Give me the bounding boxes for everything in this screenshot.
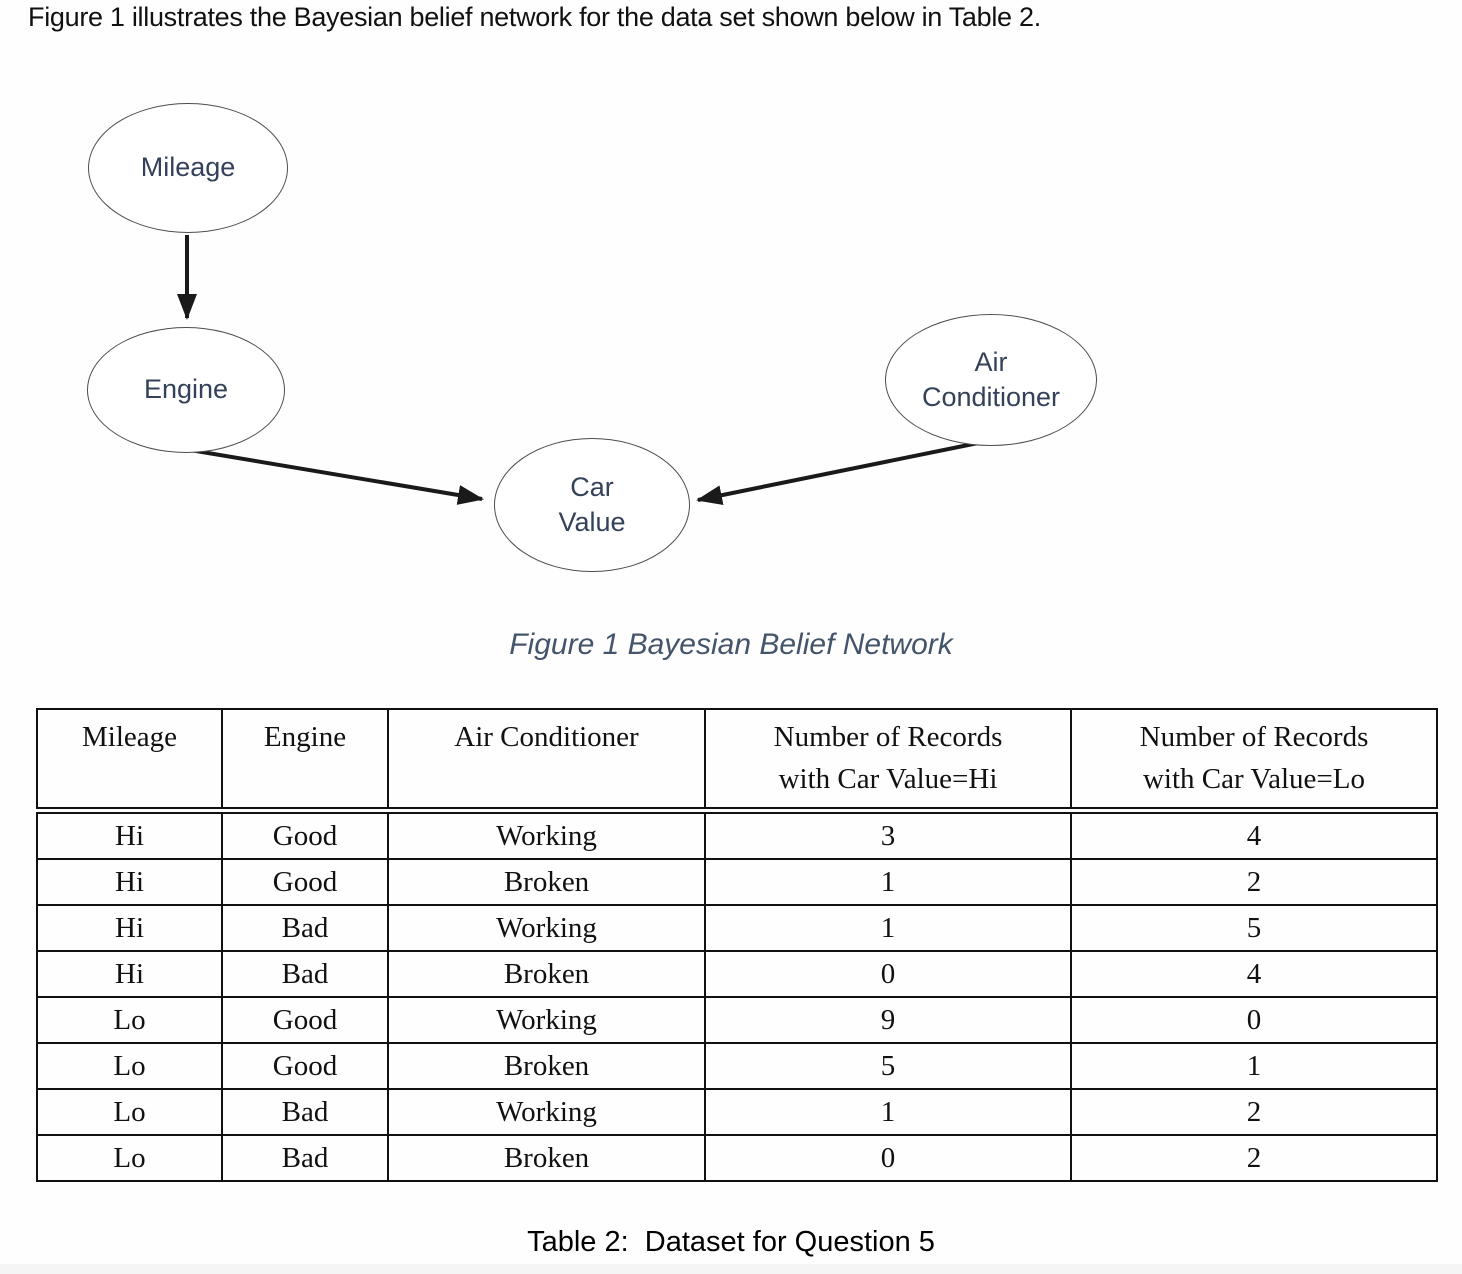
table-cell: Broken (388, 1043, 706, 1090)
table-cell: 1 (705, 859, 1072, 906)
table-cell: Good (222, 859, 389, 906)
table-cell: Broken (388, 951, 706, 998)
column-header: Engine (222, 709, 389, 814)
table-cell: 5 (1071, 905, 1438, 952)
column-header: Air Conditioner (388, 709, 706, 814)
bayesian-network-diagram: Mileage Engine Air Conditioner Car Value (0, 0, 1462, 620)
table-cell: Working (388, 905, 706, 952)
edge-engine-to-car-value (189, 448, 484, 505)
node-mileage: Mileage (88, 103, 288, 233)
node-car-value-label: Car Value (558, 471, 626, 537)
node-air-conditioner-label: Air Conditioner (921, 346, 1061, 412)
edge-air-conditioner-to-car-value (696, 440, 984, 506)
table-cell: 0 (1071, 997, 1438, 1044)
table-cell: Lo (37, 1089, 223, 1136)
node-engine-label: Engine (143, 374, 229, 405)
table-cell: 2 (1071, 859, 1438, 906)
table-cell: Hi (37, 905, 223, 952)
table-cell: Good (222, 997, 389, 1044)
table-caption: Table 2: Dataset for Question 5 (527, 1226, 935, 1258)
table-cell: Broken (388, 1135, 706, 1182)
table-cell: 4 (1071, 810, 1438, 860)
table-cell: Broken (388, 859, 706, 906)
intro-text: Figure 1 illustrates the Bayesian belief… (28, 2, 1041, 32)
table-cell: 1 (705, 1089, 1072, 1136)
table-cell: Bad (222, 1135, 389, 1182)
diagram-arrows (177, 235, 984, 506)
table-cell: Lo (37, 1135, 223, 1182)
table-cell: 1 (705, 905, 1072, 952)
node-air-conditioner: Air Conditioner (885, 314, 1097, 446)
node-car-value: Car Value (494, 438, 690, 572)
table-cell: Lo (37, 997, 223, 1044)
table-cell: Working (388, 997, 706, 1044)
table-cell: Good (222, 1043, 389, 1090)
table-cell: Good (222, 810, 389, 860)
page-bottom-strip (0, 1264, 1462, 1274)
table-cell: 5 (705, 1043, 1072, 1090)
table-cell: Working (388, 1089, 706, 1136)
table-cell: 2 (1071, 1135, 1438, 1182)
table-cell: 2 (1071, 1089, 1438, 1136)
table-cell: Hi (37, 859, 223, 906)
table-cell: Hi (37, 810, 223, 860)
table-cell: 3 (705, 810, 1072, 860)
table-cell: 0 (705, 1135, 1072, 1182)
table-cell: Bad (222, 905, 389, 952)
node-mileage-label: Mileage (140, 152, 236, 183)
table-cell: 4 (1071, 951, 1438, 998)
table-cell: Working (388, 810, 706, 860)
table-cell: 0 (705, 951, 1072, 998)
table-cell: 9 (705, 997, 1072, 1044)
table-cell: Bad (222, 951, 389, 998)
table-cell: Hi (37, 951, 223, 998)
table-cell: Lo (37, 1043, 223, 1090)
figure-caption: Figure 1 Bayesian Belief Network (509, 628, 953, 661)
table-cell: Bad (222, 1089, 389, 1136)
node-engine: Engine (87, 327, 285, 453)
table-cell: 1 (1071, 1043, 1438, 1090)
column-header: Mileage (37, 709, 223, 814)
